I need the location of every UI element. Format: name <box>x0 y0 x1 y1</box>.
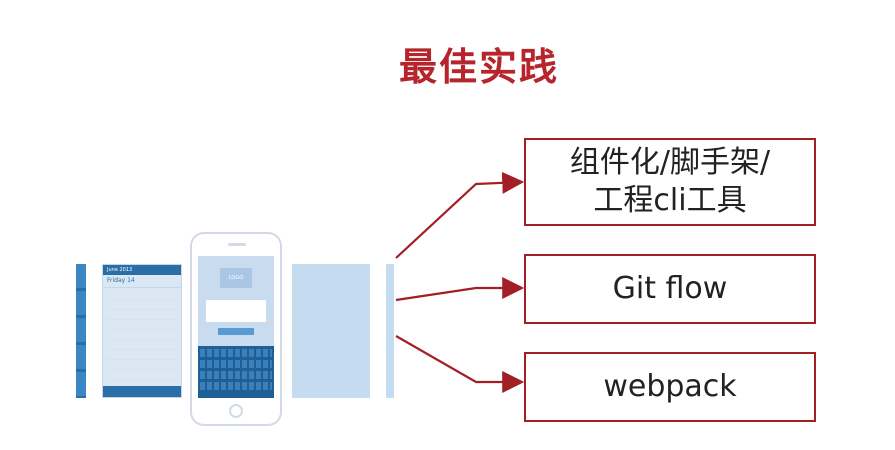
home-button-icon <box>229 404 243 418</box>
phone-mockup: LOGO <box>190 232 282 426</box>
keyboard-mockup <box>198 346 274 398</box>
practice-box-component-cli: 组件化/脚手架/ 工程cli工具 <box>524 138 816 226</box>
phone-screen: LOGO <box>198 256 274 398</box>
calendar-header: June 2013 <box>103 265 181 275</box>
box-1-line-2: 工程cli工具 <box>593 183 747 218</box>
practice-box-git-flow: Git flow <box>524 254 816 324</box>
arrow-to-box-3 <box>395 335 525 393</box>
calendar-screen-mockup: June 2013 Friday 14 <box>102 264 182 398</box>
box-2-label: Git flow <box>612 271 728 306</box>
practice-box-webpack: webpack <box>524 352 816 422</box>
calendar-day-label: Friday 14 <box>103 275 181 288</box>
box-1-line-1: 组件化/脚手架/ <box>569 145 771 180</box>
partial-screen-left-edge <box>76 264 86 398</box>
blank-screen-mockup <box>292 264 370 398</box>
arrow-to-box-2 <box>395 277 525 302</box>
arrow-to-box-1 <box>395 171 525 259</box>
slide-title: 最佳实践 <box>398 45 559 89</box>
phone-logo: LOGO <box>220 268 252 288</box>
box-3-label: webpack <box>603 369 737 404</box>
partial-screen-right-edge <box>386 264 394 398</box>
